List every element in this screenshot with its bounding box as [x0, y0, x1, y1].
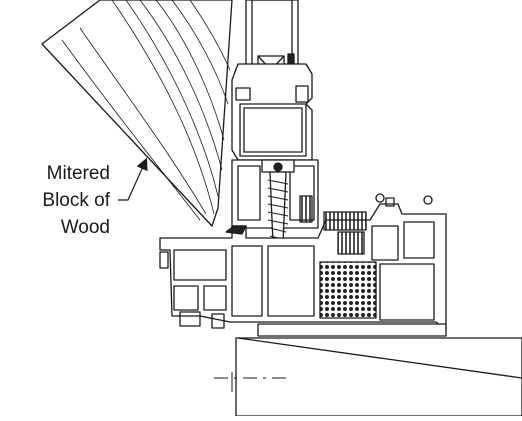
- callout-label: Mitered Block of Wood: [42, 160, 110, 241]
- callout-line-1: Mitered: [46, 163, 110, 184]
- callout-line-3: Wood: [60, 217, 110, 238]
- insulation-fill: [225, 211, 377, 319]
- wall-sill: [214, 323, 522, 417]
- callout-line-2: Block of: [42, 190, 110, 211]
- callout-leader-arrow: [118, 157, 148, 201]
- mitered-wood-block: [41, 0, 233, 227]
